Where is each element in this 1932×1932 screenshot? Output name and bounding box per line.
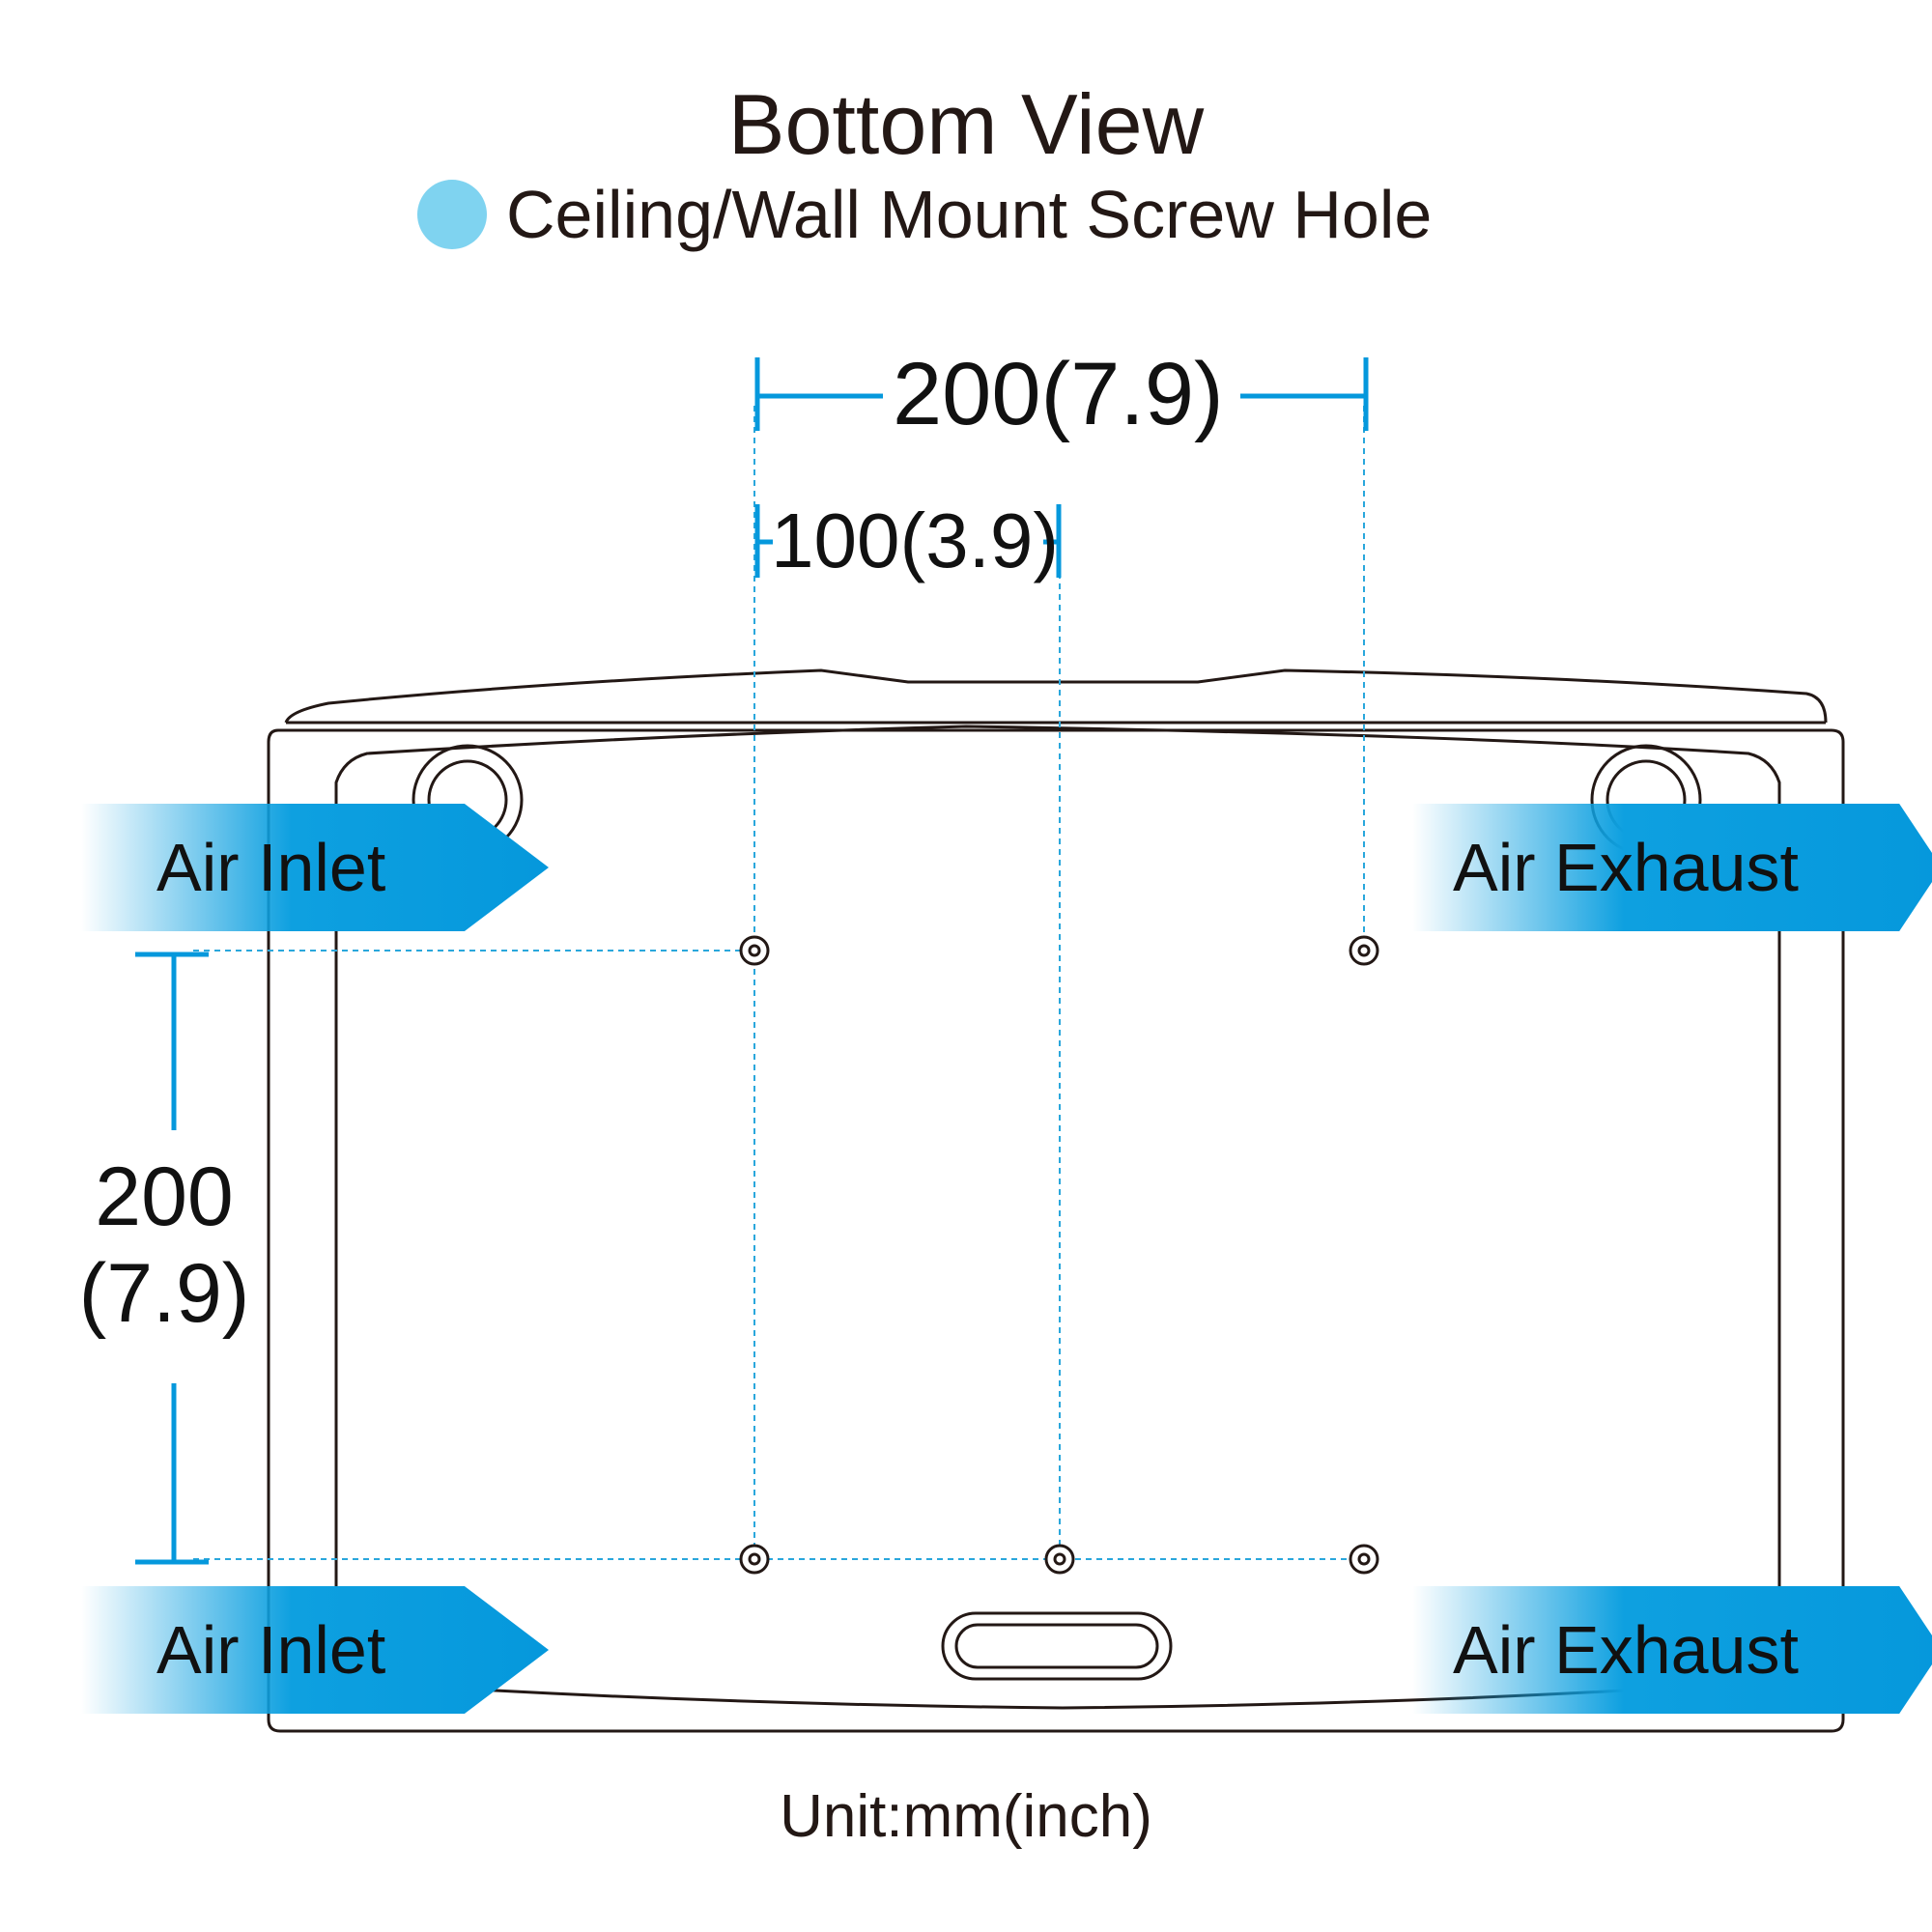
dimension-height-inch: (7.9) — [78, 1247, 250, 1340]
legend-label: Ceiling/Wall Mount Screw Hole — [506, 177, 1433, 252]
diagram-title: Bottom View — [727, 76, 1205, 172]
body-outer — [267, 728, 1845, 1733]
air-exhaust-tag-bottom: Air Exhaust — [1412, 1586, 1932, 1714]
screw-hole-icon — [1349, 935, 1379, 966]
dimension-width-200: 200(7.9) — [893, 345, 1224, 443]
dimension-lines — [135, 357, 1369, 1565]
air-exhaust-label: Air Exhaust — [1453, 830, 1799, 905]
air-exhaust-tag-top: Air Exhaust — [1412, 804, 1932, 931]
legend: Ceiling/Wall Mount Screw Hole — [417, 166, 1432, 263]
dimension-height-mm: 200 — [95, 1151, 234, 1243]
air-inlet-label: Air Inlet — [156, 830, 386, 905]
unit-label: Unit:mm(inch) — [780, 1783, 1152, 1850]
screw-hole-legend-icon — [417, 180, 487, 249]
dimension-width-100: 100(3.9) — [771, 497, 1059, 583]
screw-hole-icon — [1349, 1544, 1379, 1575]
guide-lines — [193, 406, 1365, 1560]
dimension-height-200: 200 (7.9) — [48, 1155, 280, 1335]
projector-outline — [267, 668, 1845, 1733]
screw-hole-icon — [739, 935, 770, 966]
air-inlet-tag-bottom: Air Inlet — [81, 1586, 549, 1714]
top-lip — [284, 668, 1828, 724]
air-inlet-label: Air Inlet — [156, 1612, 386, 1688]
body-inner — [334, 724, 1781, 1710]
screw-hole-icon — [739, 1544, 770, 1575]
air-exhaust-label: Air Exhaust — [1453, 1612, 1799, 1688]
screw-hole-icon — [1044, 1544, 1075, 1575]
air-inlet-tag-top: Air Inlet — [81, 804, 549, 931]
rear-foot — [941, 1611, 1173, 1681]
